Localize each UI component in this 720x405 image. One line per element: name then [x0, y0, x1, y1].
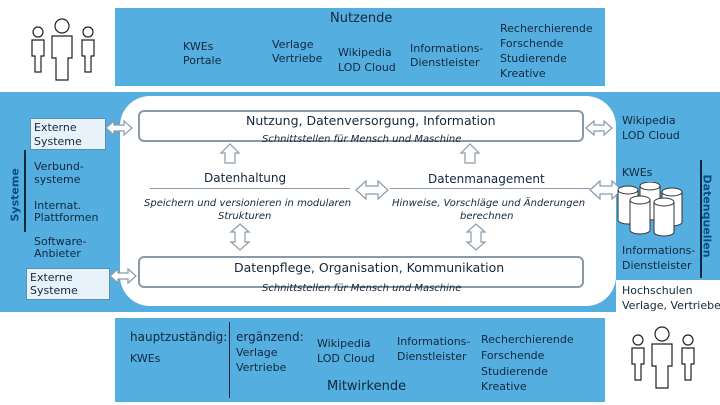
datenmanagement-title: Datenmanagement [428, 172, 545, 186]
datenmanagement-desc-line2: berechnen [460, 211, 514, 222]
dq-kwes: KWEs [622, 166, 653, 179]
datenmanagement-desc-line1: Hinweise, Vorschläge und Änderungen [392, 198, 586, 209]
externe-bottom-line2: Systeme [30, 284, 78, 297]
nutzende-col2-line1: Verlage [272, 38, 314, 51]
arrow-up-right [459, 143, 481, 164]
schnittstellen-top: Schnittstellen für Mensch und Maschine [262, 134, 462, 145]
nutzende-col1-line1: KWEs [183, 40, 214, 53]
mit-col3-line2: LOD Cloud [317, 352, 375, 365]
internat-line2: Plattformen [34, 211, 99, 224]
software-line1: Software- [34, 235, 87, 248]
mit-col5-line2: Forschende [481, 349, 545, 362]
systeme-bracket [24, 150, 30, 232]
pflege-box [138, 256, 584, 288]
schnittstellen-bottom: Schnittstellen für Mensch und Maschine [262, 283, 462, 294]
nutzende-col1-line2: Portale [183, 54, 222, 67]
datenhaltung-underline [150, 188, 350, 189]
pflege-title: Datenpflege, Organisation, Kommunikation [234, 260, 505, 275]
mitwirkende-divider [229, 322, 230, 398]
externe-systeme-bottom-box [26, 268, 110, 300]
hochschulen-bg [616, 280, 720, 316]
nutzung-box [138, 110, 584, 142]
arrow-up-left [219, 143, 241, 164]
externe-bottom-line1: Externe [30, 271, 73, 284]
datenquellen-label: Datenquellen [700, 174, 714, 258]
dq-hoch-line2: Verlage, Vertriebe [622, 299, 720, 312]
dq-info-line2: Dienstleister [622, 259, 692, 272]
arrow-wiki-right [585, 119, 613, 137]
nutzende-col3-line1: Wikipedia [338, 46, 392, 59]
software-line2: Anbieter [34, 247, 81, 260]
database-icon [617, 182, 683, 237]
dq-hoch-line1: Hochschulen [622, 284, 693, 297]
externe-top-line2: Systeme [34, 135, 82, 148]
verbund-line2: systeme [34, 173, 81, 186]
nutzende-col5-line3: Studierende [500, 52, 567, 65]
mit-col5-line1: Recherchierende [481, 333, 574, 346]
externe-top-line1: Externe [34, 121, 77, 134]
datenmanagement-underline [390, 188, 590, 189]
haupt-label: hauptzuständig: [130, 330, 228, 344]
nutzende-col2-line2: Vertriebe [272, 52, 323, 65]
arrow-externe-top [105, 119, 133, 137]
datenhaltung-desc-line1: Speichern und versionieren in modularen [144, 198, 352, 209]
mit-col5-line4: Kreative [481, 380, 527, 393]
nutzende-col4-line1: Informations- [410, 42, 484, 55]
nutzende-col3-line2: LOD Cloud [338, 61, 396, 74]
dq-wiki-line1: Wikipedia [622, 114, 676, 127]
arrow-vert-left [229, 223, 251, 251]
nutzende-col5-line1: Recherchierende [500, 22, 593, 35]
people-group-icon [31, 18, 95, 81]
nutzende-col4-line2: Dienstleister [410, 56, 480, 69]
mitwirkende-title: Mitwirkende [327, 379, 407, 394]
datenhaltung-title: Datenhaltung [204, 171, 287, 185]
mit-col5-line3: Studierende [481, 365, 548, 378]
verbund-line1: Verbund- [34, 160, 84, 173]
arrow-vert-right [465, 223, 487, 251]
mit-col4-line1: Informations- [397, 335, 471, 348]
dq-wiki-line2: LOD Cloud [622, 129, 680, 142]
people-group-icon-bottom [631, 326, 695, 389]
externe-systeme-top-box [30, 118, 106, 150]
ergaenzend-label: ergänzend: [236, 330, 304, 344]
nutzende-panel [115, 8, 605, 86]
nutzende-col5-line2: Forschende [500, 37, 564, 50]
nutzung-title: Nutzung, Datenversorgung, Information [246, 113, 496, 128]
nutzende-col5-line4: Kreative [500, 67, 546, 80]
arrow-externe-bottom [109, 267, 137, 285]
datenhaltung-desc-line2: Strukturen [218, 211, 272, 222]
arrow-haltung-management [355, 179, 389, 201]
internat-line1: Internat. [34, 199, 82, 212]
datenquellen-bracket [696, 160, 702, 278]
haupt-item: KWEs [130, 352, 161, 365]
mitwirkende-panel [115, 318, 605, 402]
nutzende-title: Nutzende [330, 11, 393, 26]
mit-col3-line1: Wikipedia [317, 337, 371, 350]
mit-col4-line2: Dienstleister [397, 350, 467, 363]
dq-info-line1: Informations- [622, 244, 696, 257]
ergaenzend-item1: Verlage [236, 346, 278, 359]
ergaenzend-item2: Vertriebe [236, 361, 287, 374]
